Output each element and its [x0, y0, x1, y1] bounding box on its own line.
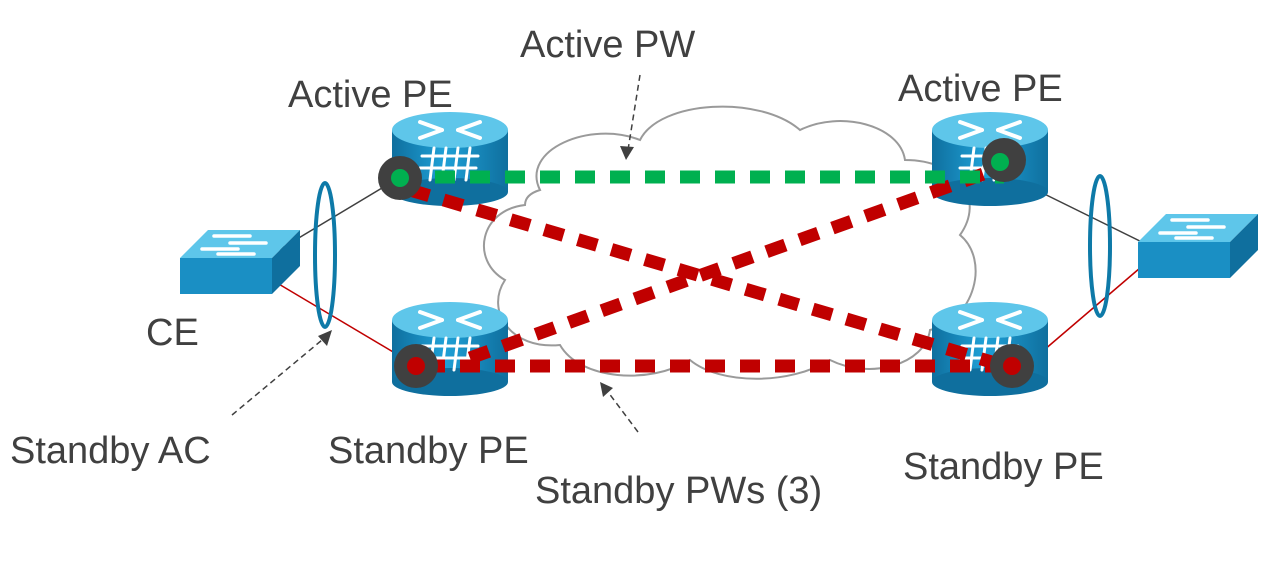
standby-ac-right: [1029, 267, 1141, 363]
standby-ac-arrowhead: [318, 330, 332, 346]
standby-ac-label: Standby AC: [10, 430, 211, 472]
standby-pws-label: Standby PWs (3): [535, 470, 823, 512]
active-pe-right-label: Active PE: [898, 68, 1063, 110]
ac-group-ellipse-right: [1088, 174, 1112, 318]
pw-endpoint-right-active-core: [991, 153, 1009, 171]
pw-endpoint-right-standby-core: [1003, 357, 1021, 375]
switch-icon-ce-right: [1136, 212, 1260, 280]
ce-label: CE: [146, 312, 199, 354]
ac-group-ellipse-left: [313, 181, 337, 329]
standby-pe-right-label: Standby PE: [903, 446, 1104, 488]
standby-pws-callout: [607, 391, 639, 433]
standby-pe-left-label: Standby PE: [328, 430, 529, 472]
active-pw-callout: [627, 74, 641, 151]
switch-icon-ce-left: [178, 228, 302, 296]
active-pw-arrowhead: [620, 146, 634, 160]
standby-pw-cross-2: [467, 161, 1003, 365]
standby-pws-arrowhead: [600, 382, 613, 397]
cloud-icon: [482, 105, 977, 380]
active-pw-label: Active PW: [520, 24, 696, 66]
active-pe-left-label: Active PE: [288, 74, 453, 116]
pw-endpoint-left-active-core: [391, 169, 409, 187]
pw-endpoint-left-standby-core: [407, 357, 425, 375]
standby-ac-callout: [231, 339, 323, 416]
standby-ac-left: [271, 279, 411, 363]
